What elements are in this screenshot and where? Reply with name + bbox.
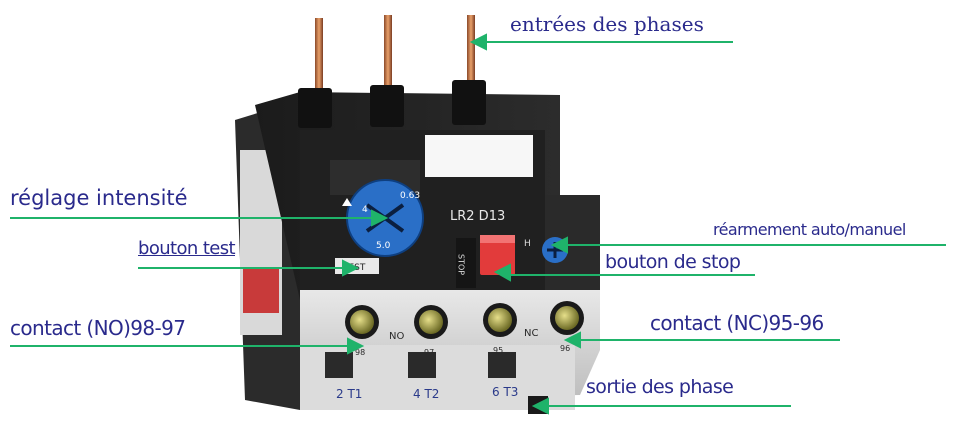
terminal-screw bbox=[555, 306, 579, 330]
label-stop-button: bouton de stop bbox=[605, 251, 741, 273]
stop-marking: STOP bbox=[457, 254, 466, 275]
output-t1: 2 T1 bbox=[336, 387, 362, 401]
pin-holder bbox=[370, 85, 404, 127]
output-t3: 6 T3 bbox=[492, 385, 518, 399]
terminal-screw bbox=[488, 308, 512, 332]
dial-mark-mid: 4 bbox=[362, 205, 368, 215]
h-marking: H bbox=[524, 239, 531, 249]
phase-pin bbox=[384, 15, 392, 95]
pin-holder bbox=[298, 88, 332, 128]
callout-arrow-icon bbox=[531, 397, 549, 415]
terminal-96: 96 bbox=[560, 344, 570, 353]
label-current-adjust: réglage intensité bbox=[10, 186, 188, 210]
phase-input-pins bbox=[315, 15, 475, 95]
label-nc-contact: contact (NC)95-96 bbox=[650, 311, 824, 335]
label-reset-mode: réarmement auto/manuel bbox=[713, 220, 906, 239]
terminal-95: 95 bbox=[493, 346, 503, 355]
label-phase-outputs: sortie des phase bbox=[586, 376, 734, 398]
callout-arrow-icon bbox=[347, 337, 365, 355]
terminal-98: 98 bbox=[355, 348, 365, 357]
dial-mark-min: 5.0 bbox=[376, 241, 391, 251]
dial-mark-max: 0.63 bbox=[400, 191, 420, 201]
phase-pin bbox=[315, 18, 323, 93]
phase-pin bbox=[467, 15, 475, 87]
dial-arrow-icon bbox=[342, 198, 352, 206]
label-phase-inputs: entrées des phases bbox=[510, 12, 704, 36]
stop-slot bbox=[456, 238, 476, 288]
side-red-stripe bbox=[243, 268, 279, 313]
callout-arrow-icon bbox=[563, 331, 581, 349]
callout-arrow-icon bbox=[371, 209, 389, 227]
output-slot bbox=[488, 352, 516, 378]
callout-arrow-icon bbox=[550, 236, 568, 254]
terminal-screw bbox=[350, 310, 374, 334]
pin-holder bbox=[452, 80, 486, 125]
no-marking: NO bbox=[389, 331, 404, 342]
label-test-button: bouton test bbox=[138, 238, 236, 259]
terminal-screw bbox=[419, 310, 443, 334]
callout-arrow-icon bbox=[493, 263, 511, 282]
stop-button[interactable] bbox=[480, 235, 515, 275]
model-number: LR2 D13 bbox=[450, 209, 505, 224]
output-slot bbox=[408, 352, 436, 378]
white-label bbox=[425, 135, 533, 177]
output-t2: 4 T2 bbox=[413, 387, 439, 401]
output-slot bbox=[325, 352, 353, 378]
callout-arrow-icon bbox=[342, 259, 360, 277]
nc-marking: NC bbox=[524, 328, 538, 339]
callout-arrow-icon bbox=[469, 33, 487, 51]
aux-terminals bbox=[345, 301, 584, 339]
label-no-contact: contact (NO)98-97 bbox=[10, 316, 186, 340]
